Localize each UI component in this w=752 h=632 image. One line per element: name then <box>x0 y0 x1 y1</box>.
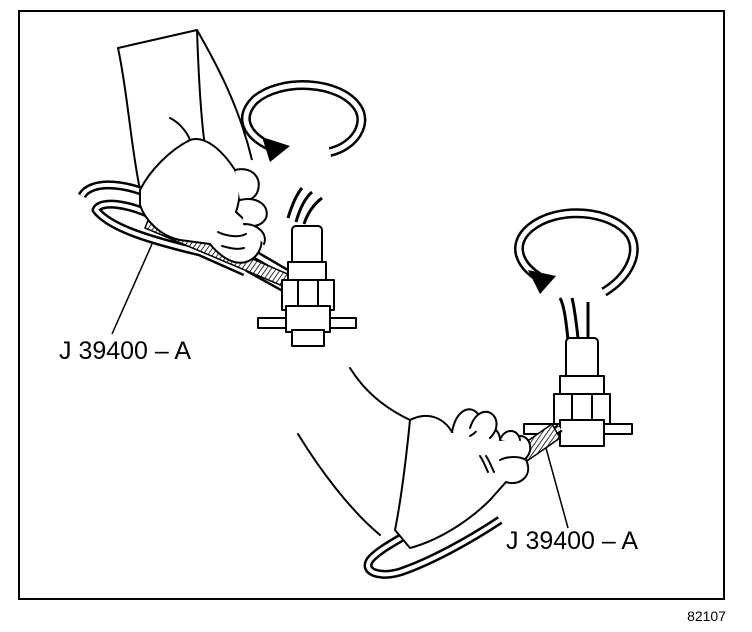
figure-number: 82107 <box>687 608 726 624</box>
tool-label-upper: J 39400 – A <box>59 337 192 365</box>
rotate-arrow-icon-upper <box>240 80 367 162</box>
lower-hand <box>394 408 532 549</box>
lower-arm <box>297 367 411 536</box>
upper-hand <box>139 117 268 264</box>
sensor-upper <box>257 187 357 347</box>
rotate-arrow-icon-lower <box>514 208 639 297</box>
sensor-lower <box>523 297 633 447</box>
leader-line-lower <box>545 447 569 529</box>
leader-line-upper <box>111 243 153 335</box>
tool-label-lower: J 39400 – A <box>506 527 639 555</box>
